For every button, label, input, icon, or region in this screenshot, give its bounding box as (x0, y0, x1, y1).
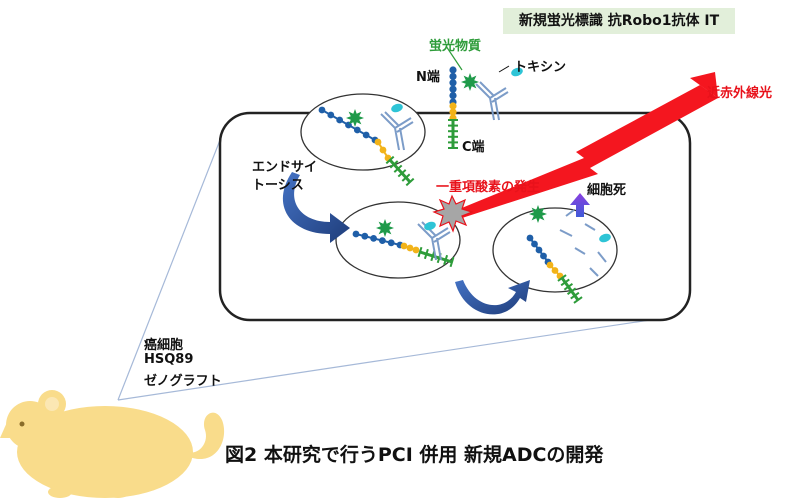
top-fluorophore-star (461, 73, 479, 91)
label-xenograft: ゼノグラフト (144, 374, 222, 389)
label-endocytosis-line2: トーシス (252, 178, 304, 193)
v1-chain-blue-bead (362, 131, 370, 139)
v3-chain-blue-bead (540, 252, 547, 260)
vesicle-top (300, 93, 426, 171)
top-chain-blue-bead (449, 85, 457, 93)
label-n-terminus: N端 (416, 70, 440, 85)
molecules (318, 45, 611, 304)
v1-chain-blue-bead (353, 126, 361, 134)
cell-death-arrow (570, 193, 590, 217)
v1-chain-blue-bead (336, 116, 344, 124)
antibody-fragment (584, 223, 596, 231)
v3-helix-helix-tick (573, 296, 583, 304)
top-chain-blue-bead (449, 79, 457, 87)
v2-helix-helix-tick (423, 248, 429, 260)
v2-chain-yellow-bead (400, 242, 408, 250)
v2-chain-yellow-bead (406, 244, 414, 252)
v2-chain-blue-bead (387, 239, 395, 247)
v1-helix-helix-tick (389, 160, 399, 169)
v3-chain-blue-bead (526, 234, 534, 242)
v1-chain-blue-bead (318, 106, 326, 114)
v2-chain-blue-bead (352, 230, 360, 238)
v1-helix-helix-tick (397, 169, 407, 178)
top-chain-yellow-bead (449, 102, 457, 110)
v3-toxin (599, 233, 611, 243)
antibody-fragment (559, 229, 573, 237)
antibody-fragment (565, 209, 575, 217)
vesicle-right (492, 207, 618, 293)
top-chain-blue-bead (449, 72, 457, 80)
v1-chain-yellow-bead (374, 138, 382, 146)
toxin-pointer (498, 65, 510, 73)
label-c-terminus: C端 (462, 140, 485, 155)
v3-chain-blue-bead (531, 240, 538, 248)
top-chain-yellow-bead (449, 108, 457, 116)
v3-chain-blue-bead (535, 246, 543, 254)
label-endocytosis-line1: エンドサイ (252, 160, 318, 175)
near-infrared-beam (452, 72, 718, 218)
v1-helix-helix-tick (401, 173, 411, 182)
v2-chain-blue-bead (361, 232, 369, 240)
antibody-fragment (597, 251, 607, 263)
figure-caption: 図2 本研究で行うPCI 併用 新規ADCの開発 (225, 444, 604, 466)
v2-helix-helix-tick (449, 256, 455, 268)
mouse-ear-detail (19, 397, 59, 427)
v1-helix-helix-tick (393, 164, 403, 173)
top-toxin (511, 67, 523, 77)
v1-helix-helix-tick (405, 177, 415, 187)
v2-chain-yellow-bead (412, 246, 420, 254)
label-fluorescent-substance: 蛍光物質 (429, 39, 482, 54)
label-toxin: トキシン (514, 60, 567, 75)
transfer-arrow (455, 280, 530, 315)
v2-helix-helix-tick (443, 254, 449, 266)
label-cell-death: 細胞死 (587, 183, 627, 198)
antibody-fragment (574, 247, 586, 255)
label-cell-line: HSQ89 (144, 352, 194, 367)
v2-toxin (424, 221, 436, 231)
label-near-infrared: 近赤外線光 (707, 86, 773, 101)
v3-helix-helix-tick (566, 287, 577, 295)
v3-helix-helix-tick (557, 274, 567, 282)
singlet-oxygen-burst (432, 194, 474, 233)
v3-chain-yellow-bead (551, 267, 559, 274)
endocytosis-arrow (282, 172, 350, 243)
label-cancer-cell: 癌細胞 (144, 338, 184, 353)
v2-star (376, 219, 394, 237)
v3-helix-helix-tick (563, 283, 574, 291)
v1-chain-blue-bead (327, 111, 335, 119)
mouse-xenograft (0, 390, 225, 498)
antibody-fragment (589, 267, 599, 277)
v3-chain-yellow-bead (546, 261, 554, 269)
top-chain-blue-bead (449, 66, 457, 74)
title-box: 新規蛍光標識 抗Robo1抗体 IT (503, 8, 735, 34)
v3-helix-helix-tick (570, 291, 580, 300)
v1-antibody (380, 111, 414, 151)
top-chain-blue-bead (449, 92, 457, 100)
v1-star (346, 109, 364, 127)
v3-helix-helix-tick (560, 278, 570, 287)
v2-helix-helix-tick (417, 246, 423, 258)
fluor-pointer (445, 45, 463, 71)
vesicle-middle (335, 201, 461, 279)
zoom-lines (117, 134, 664, 401)
top-antibody (475, 81, 509, 121)
v3-star (529, 205, 547, 223)
v2-chain-blue-bead (379, 237, 386, 245)
label-singlet-oxygen: 一重項酸素の発生 (436, 180, 541, 195)
v1-toxin (391, 103, 403, 113)
v2-chain-blue-bead (370, 235, 377, 242)
v1-helix-helix-tick (385, 155, 395, 165)
v1-chain-yellow-bead (379, 146, 387, 154)
